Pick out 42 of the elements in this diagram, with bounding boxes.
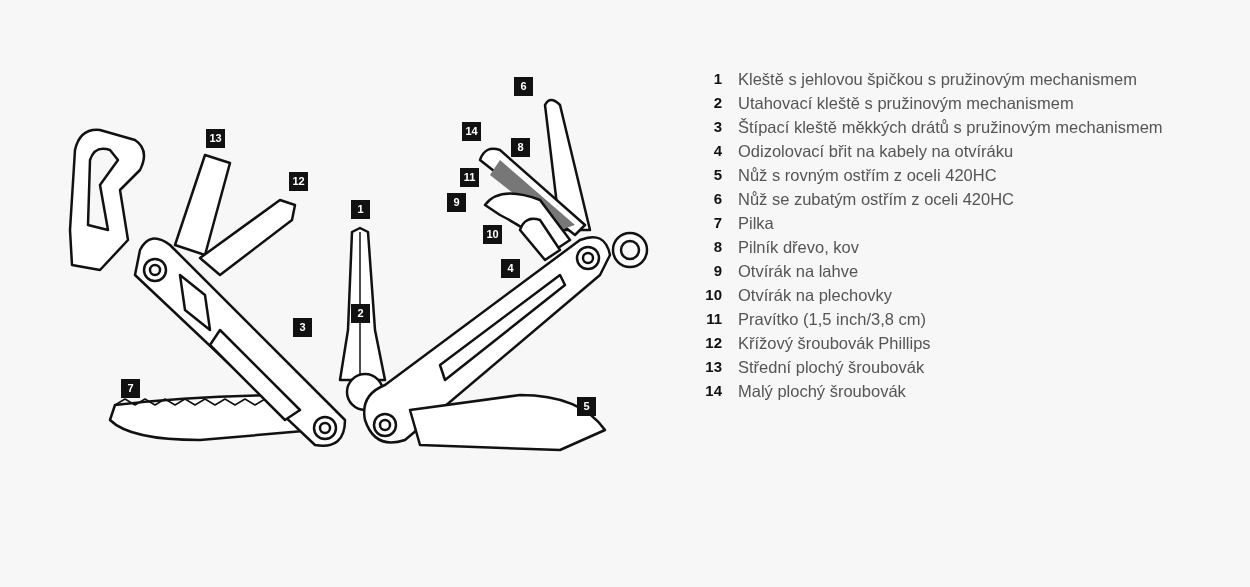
list-item-text: Křížový šroubovák Phillips [738,333,931,353]
list-item-text: Pilník dřevo, kov [738,237,860,257]
list-number: 4 [712,141,722,161]
list-number: 2 [712,93,722,113]
list-item-text: Nůž s rovným ostřím z oceli 420HC [738,165,997,185]
list-number: 13 [704,357,722,377]
list-number: 6 [712,189,722,209]
callout-number: 5 [577,397,596,416]
callout-number: 8 [511,138,530,157]
list-item-text: Nůž se zubatým ostřím z oceli 420HC [738,189,1014,209]
list-item-text: Otvírák na plechovky [738,285,893,305]
list-item-text: Utahovací kleště s pružinovým mechanismem [738,93,1074,113]
list-item-text: Odizolovací břit na kabely na otvíráku [738,141,1014,161]
callout-number: 12 [289,172,308,191]
callout-number: 4 [501,259,520,278]
list-number: 14 [704,381,722,401]
list-item-text: Malý plochý šroubovák [738,381,906,401]
list-number: 7 [712,213,722,233]
callout-number: 1 [351,200,370,219]
list-number: 12 [704,333,722,353]
list-item-text: Pravítko (1,5 inch/3,8 cm) [738,309,926,329]
list-number: 8 [712,237,722,257]
callout-number: 6 [514,77,533,96]
callout-number: 11 [460,168,479,187]
list-number: 9 [712,261,722,281]
list-number: 5 [712,165,722,185]
list-number: 10 [704,285,722,305]
list-number: 11 [705,309,722,329]
list-item-text: Štípací kleště měkkých drátů s pružinovým mechanismem [738,117,1163,137]
callout-number: 7 [121,379,140,398]
callout-number: 3 [293,318,312,337]
callout-number: 9 [447,193,466,212]
list-item-text: Pilka [738,213,774,233]
callout-number: 2 [351,304,370,323]
list-item-text: Otvírák na lahve [738,261,859,281]
list-number: 1 [712,69,722,89]
list-item-text: Kleště s jehlovou špičkou s pružinovým mechanismem [738,69,1137,89]
callout-number: 14 [462,122,481,141]
list-item-text: Střední plochý šroubovák [738,357,925,377]
callout-number: 10 [483,225,502,244]
callout-number: 13 [206,129,225,148]
list-number: 3 [712,117,722,137]
